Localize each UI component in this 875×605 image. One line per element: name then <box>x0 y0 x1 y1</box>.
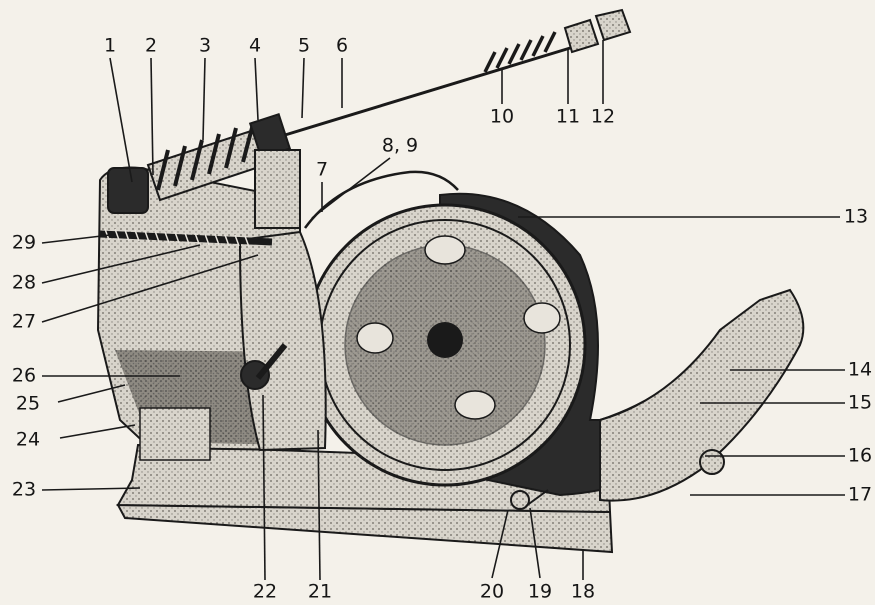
label-3: 3 <box>199 35 211 57</box>
label-4: 4 <box>249 35 261 57</box>
lever-arm <box>238 230 327 452</box>
label-11: 11 <box>556 106 580 128</box>
label-10: 10 <box>490 106 514 128</box>
label-18: 18 <box>571 581 595 603</box>
label-13: 13 <box>844 206 868 228</box>
label-7: 7 <box>316 159 328 181</box>
label-8-9: 8, 9 <box>382 135 418 157</box>
main-spring-assembly <box>107 112 301 229</box>
label-15: 15 <box>848 392 872 414</box>
tension-spring <box>99 228 273 248</box>
label-28: 28 <box>12 272 36 294</box>
label-29: 29 <box>12 232 36 254</box>
cable-rod-assembly <box>284 8 632 137</box>
label-25: 25 <box>16 393 40 415</box>
label-12: 12 <box>591 106 615 128</box>
label-22: 22 <box>253 581 277 603</box>
label-21: 21 <box>308 581 332 603</box>
label-14: 14 <box>848 359 872 381</box>
label-5: 5 <box>298 35 310 57</box>
label-16: 16 <box>848 445 872 467</box>
part-labels: 1 2 3 4 5 6 7 8, 9 10 11 12 13 14 15 16 … <box>12 35 872 603</box>
label-19: 19 <box>528 581 552 603</box>
label-2: 2 <box>145 35 157 57</box>
label-26: 26 <box>12 365 36 387</box>
label-24: 24 <box>16 429 40 451</box>
label-27: 27 <box>12 311 36 333</box>
adjusting-screws <box>510 489 549 510</box>
brake-drum <box>303 170 587 487</box>
label-20: 20 <box>480 581 504 603</box>
label-17: 17 <box>848 484 872 506</box>
label-1: 1 <box>104 35 116 57</box>
label-6: 6 <box>336 35 348 57</box>
leader-lines <box>41 40 845 581</box>
label-23: 23 <box>12 479 36 501</box>
